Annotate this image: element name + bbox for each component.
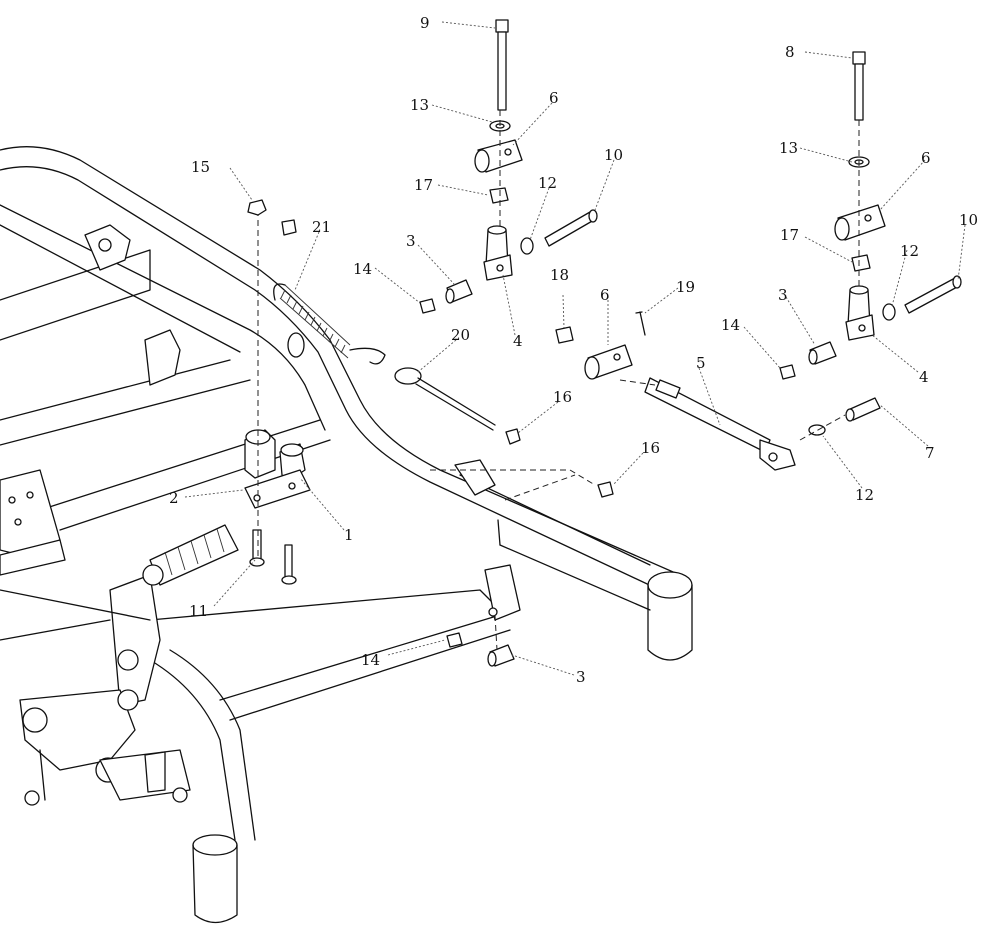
pivot-arm-part-4-b (845, 285, 875, 341)
callout-13: 13 (779, 139, 798, 157)
callout-5: 5 (696, 354, 706, 372)
callout-21: 21 (312, 218, 331, 236)
callout-14: 14 (353, 260, 372, 278)
callout-14: 14 (361, 651, 380, 669)
callout-4: 4 (513, 332, 523, 350)
callout-19: 19 (676, 278, 695, 296)
callout-6: 6 (549, 89, 559, 107)
bushing-part-6-a (474, 139, 523, 173)
callout-12: 12 (855, 486, 874, 504)
mounting-plate-part-2 (244, 469, 311, 509)
nut-part-17-a (489, 187, 509, 204)
mower-frame (0, 146, 693, 924)
callout-12: 12 (900, 242, 919, 260)
callout-17: 17 (780, 226, 799, 244)
callout-7: 7 (925, 444, 935, 462)
leader-lines (184, 21, 966, 676)
callout-3: 3 (576, 668, 586, 686)
callout-1: 1 (344, 526, 354, 544)
pin-part-7 (845, 397, 881, 422)
callout-3: 3 (778, 286, 788, 304)
callout-20: 20 (451, 326, 470, 344)
bolt-part-11 (249, 529, 297, 585)
washer-part-12-c (882, 303, 896, 321)
washer-part-12-a (520, 237, 534, 255)
callout-9: 9 (420, 14, 430, 32)
callout-13: 13 (410, 96, 429, 114)
callout-18: 18 (550, 266, 569, 284)
callout-8: 8 (785, 43, 795, 61)
spacer-part-3-b (808, 341, 837, 365)
nut-part-16-a (505, 428, 521, 445)
callout-10: 10 (604, 146, 623, 164)
bolt-part-8 (852, 51, 866, 121)
tie-rod-part-5 (644, 377, 796, 471)
nut-part-15 (247, 199, 297, 236)
nut-part-14-a (419, 298, 436, 314)
callout-2: 2 (169, 489, 179, 507)
callout-6: 6 (921, 149, 931, 167)
callout-4: 4 (919, 368, 929, 386)
callout-15: 15 (191, 158, 210, 176)
nut-part-17-b (851, 254, 871, 272)
spacer-part-3-c (487, 644, 515, 667)
callout-16: 16 (641, 439, 660, 457)
callout-6: 6 (600, 286, 610, 304)
pin-part-10-b (904, 275, 962, 314)
nut-part-18 (555, 326, 574, 344)
cotter-pin-part-19 (635, 311, 646, 336)
bushing-part-6-c (834, 204, 886, 241)
pin-part-10-a (544, 209, 598, 247)
spacer-part-3-a (445, 279, 473, 304)
callout-14: 14 (721, 316, 740, 334)
bushing-part-6-b (584, 344, 633, 380)
nut-part-14-b (779, 364, 796, 380)
callout-3: 3 (406, 232, 416, 250)
nut-part-14-c (446, 632, 463, 648)
nut-part-16-b (597, 481, 614, 498)
callout-labels: 9 13 6 17 12 10 3 14 4 18 6 19 20 5 16 1… (169, 14, 978, 686)
callout-16: 16 (553, 388, 572, 406)
callout-11: 11 (189, 602, 208, 620)
spring-part-21 (273, 283, 386, 365)
bolt-part-9 (495, 19, 509, 111)
pivot-bracket-part-1 (244, 429, 306, 481)
callout-17: 17 (414, 176, 433, 194)
callout-12: 12 (538, 174, 557, 192)
pivot-arm-part-4-a (483, 225, 513, 281)
eye-bolt-part-20 (394, 367, 496, 431)
callout-10: 10 (959, 211, 978, 229)
